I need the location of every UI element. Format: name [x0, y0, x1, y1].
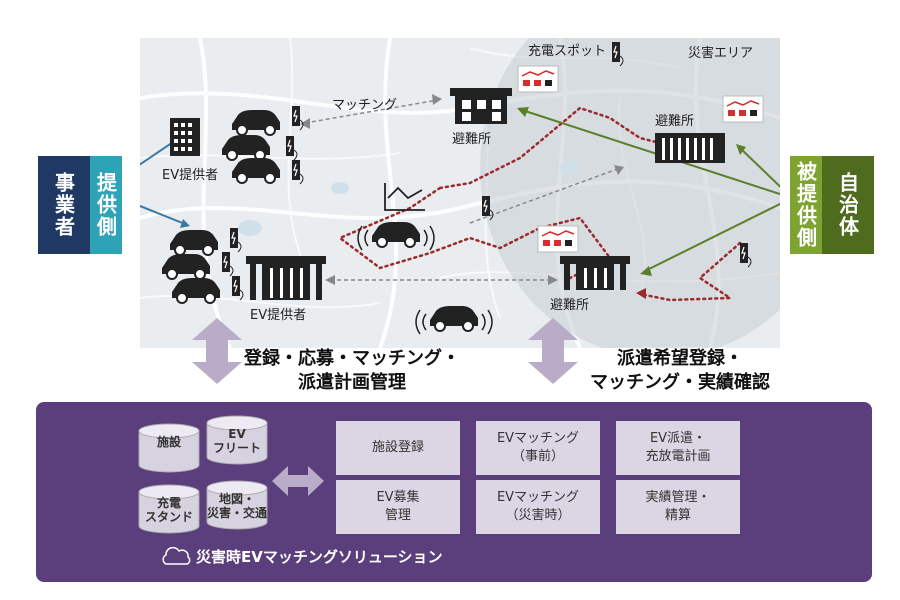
ev-car-icons [162, 110, 478, 332]
shelter-right-label: 避難所 [655, 114, 695, 129]
database-icon [206, 415, 268, 465]
shelter-top-icon [450, 88, 512, 124]
function-ev-recruitment: EV募集 管理 [336, 480, 460, 534]
recipient-side-label: 被提供側 [790, 156, 822, 254]
database-icon [138, 423, 200, 473]
ev-provider-top-label: EV提供者 [162, 168, 219, 183]
office-building-icon [170, 118, 200, 156]
left-caption-line2: 派遣計画管理 [298, 372, 406, 393]
right-caption-line2: マッチング・実績確認 [590, 372, 770, 393]
charger-icons [222, 42, 752, 301]
charging-spot-label: 充電スポット [528, 44, 607, 59]
ev-station-building-icon [246, 256, 326, 300]
left-caption-line1: 登録・応募・マッチング・ [244, 348, 460, 369]
function-facility-registration: 施設登録 [336, 421, 460, 475]
function-ev-dispatch-plan: EV派遣・ 充放電計画 [616, 421, 740, 475]
database-ev-fleet: EV フリート [206, 415, 268, 465]
map-background [140, 38, 780, 348]
cloud-icon [162, 546, 191, 565]
horizontal-bidirectional-arrow-icon [272, 466, 324, 496]
energy-dashboard-icons [517, 65, 764, 253]
disaster-area-label: 災害エリア [688, 46, 754, 61]
function-results-settlement: 実績管理・ 精算 [616, 480, 740, 534]
database-map-info: 地図・ 災害・交通 [206, 480, 268, 530]
database-icon [138, 484, 200, 534]
matching-label: マッチング [332, 98, 398, 113]
signal-wave-icons [357, 225, 493, 335]
left-caption: 登録・応募・マッチング・ 派遣計画管理 [244, 347, 460, 395]
left-bidirectional-arrow-icon [192, 318, 242, 384]
database-charging-stand: 充電 スタンド [138, 484, 200, 534]
municipality-label: 自治体 [822, 156, 874, 254]
function-ev-matching-pre: EVマッチング （事前） [476, 421, 600, 475]
map-area: 充電スポット 災害エリア マッチング 避難所 避難所 避難所 EV提供者 EV提… [140, 38, 780, 348]
shelter-bottom-label: 避難所 [550, 298, 590, 313]
database-icon [206, 480, 268, 530]
shelter-bottom-icon [560, 256, 630, 290]
database-facility: 施設 [138, 423, 200, 473]
function-ev-matching-disaster: EVマッチング （災害時） [476, 480, 600, 534]
business-operator-label: 事業者 [38, 156, 90, 254]
right-caption-line1: 派遣希望登録・ [617, 348, 743, 369]
shelter-right-icon [655, 133, 725, 163]
provider-side-label: 提供側 [90, 156, 122, 254]
right-caption: 派遣希望登録・ マッチング・実績確認 [590, 347, 770, 395]
right-bidirectional-arrow-icon [528, 318, 578, 384]
solution-title: 災害時EVマッチングソリューション [196, 548, 443, 566]
shelter-top-label: 避難所 [452, 132, 492, 147]
trend-chart-icon [384, 183, 425, 211]
ev-provider-bottom-label: EV提供者 [250, 308, 307, 323]
